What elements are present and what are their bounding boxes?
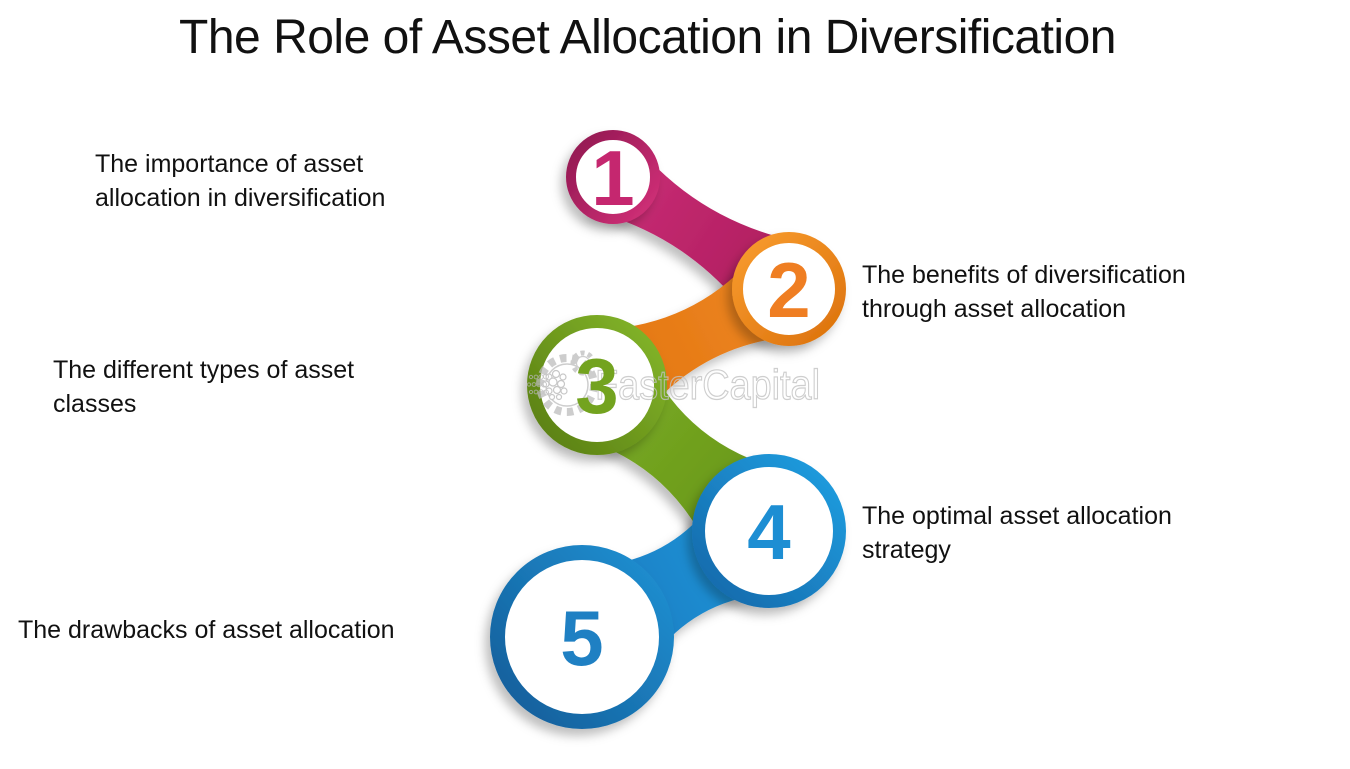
step-label-5-line-1: The drawbacks of asset allocation: [18, 616, 395, 644]
step-number-5: 5: [560, 594, 603, 682]
step-number-3: 3: [575, 342, 618, 430]
watermark-gear-icon: [526, 350, 598, 416]
step-circle-1: [566, 130, 660, 224]
step-label-3-line-1: The different types of asset: [53, 356, 355, 384]
step-label-5: The drawbacks of asset allocation: [18, 613, 395, 647]
step-label-4-line-2: strategy: [862, 536, 951, 564]
step-number-1: 1: [591, 134, 634, 222]
step-label-2-line-2: through asset allocation: [862, 295, 1127, 323]
step-label-2: The benefits of diversification through …: [862, 258, 1186, 326]
watermark-text: FasterCapital: [595, 361, 820, 408]
step-circle-2: [732, 232, 846, 346]
step-circle-4: [692, 454, 846, 608]
step-number-2: 2: [767, 246, 810, 334]
step-label-1-line-2: allocation in diversification: [95, 184, 386, 212]
step-label-1: The importance of asset allocation in di…: [95, 147, 385, 215]
step-label-4-line-1: The optimal asset allocation: [862, 502, 1172, 530]
step-label-3: The different types of asset classes: [53, 353, 354, 421]
page-title: The Role of Asset Allocation in Diversif…: [179, 11, 1116, 64]
step-label-3-line-2: classes: [53, 390, 137, 418]
step-label-2-line-1: The benefits of diversification: [862, 261, 1186, 289]
step-circle-5: [490, 545, 674, 729]
step-label-4: The optimal asset allocation strategy: [862, 499, 1172, 567]
step-label-1-line-1: The importance of asset: [95, 150, 364, 178]
step-number-4: 4: [747, 488, 790, 576]
